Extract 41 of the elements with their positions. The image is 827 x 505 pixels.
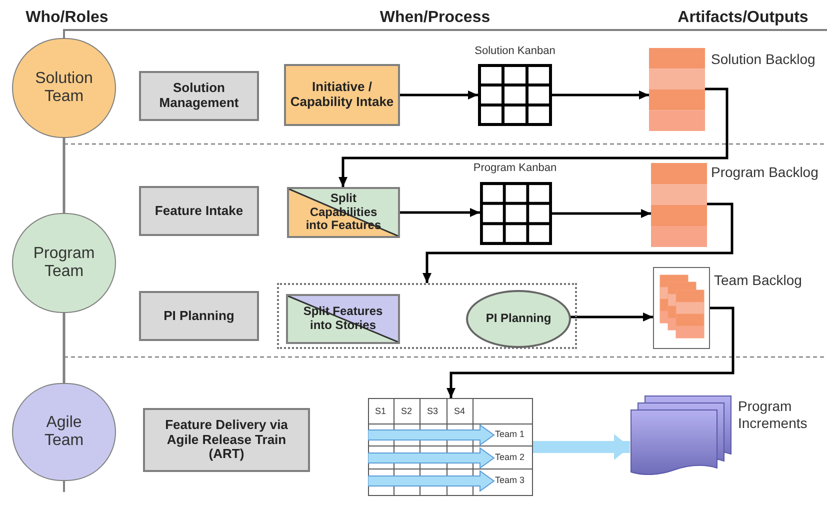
team-backlog-drawing [653,267,710,349]
documents-drawing [630,395,732,475]
artifact-caption: Team Backlog [714,272,803,289]
team-label: Team 3 [495,476,525,485]
arrow [446,306,734,398]
process-box: Feature Intake [139,186,259,236]
artifact-caption: Program Backlog [711,164,820,181]
backlog-stack [651,163,707,247]
team-label: Team 2 [495,453,525,462]
arrow [422,202,734,283]
kanban-caption: Program Kanban [472,162,558,176]
planning-ellipse: PI Planning [466,290,571,348]
sprint-header: S3 [427,407,438,416]
artifact-caption: Solution Backlog [711,51,816,68]
arrow [400,208,480,217]
kanban-caption: Solution Kanban [474,45,556,58]
team-label: Team 1 [495,430,525,439]
sprint-header: S4 [454,407,466,416]
connector-line [62,313,66,383]
process-box: PI Planning [139,291,259,341]
column-heading: When/Process [378,8,492,28]
arrow [569,312,653,322]
process-box: Feature Delivery via Agile Release Train (ART) [143,408,310,472]
kanban-grid [480,182,552,245]
dotted-group-frame [277,283,577,349]
column-heading: Who/Roles [24,8,110,28]
block-arrow [533,434,630,460]
sprint-header: S2 [401,407,412,416]
arrow [338,88,728,187]
process-box: Initiative / Capability Intake [284,64,400,126]
artifact-caption: Program Increments [738,398,808,432]
process-box: Solution Management [139,71,259,121]
arrow [552,209,651,218]
kanban-grid [478,64,552,126]
sprint-table [368,398,533,496]
arrow [552,90,649,100]
arrow [400,90,478,100]
backlog-stack [649,48,705,131]
column-heading: Artifacts/Outputs [676,8,810,28]
connector-line [62,138,66,213]
sprint-header: S1 [375,407,386,416]
